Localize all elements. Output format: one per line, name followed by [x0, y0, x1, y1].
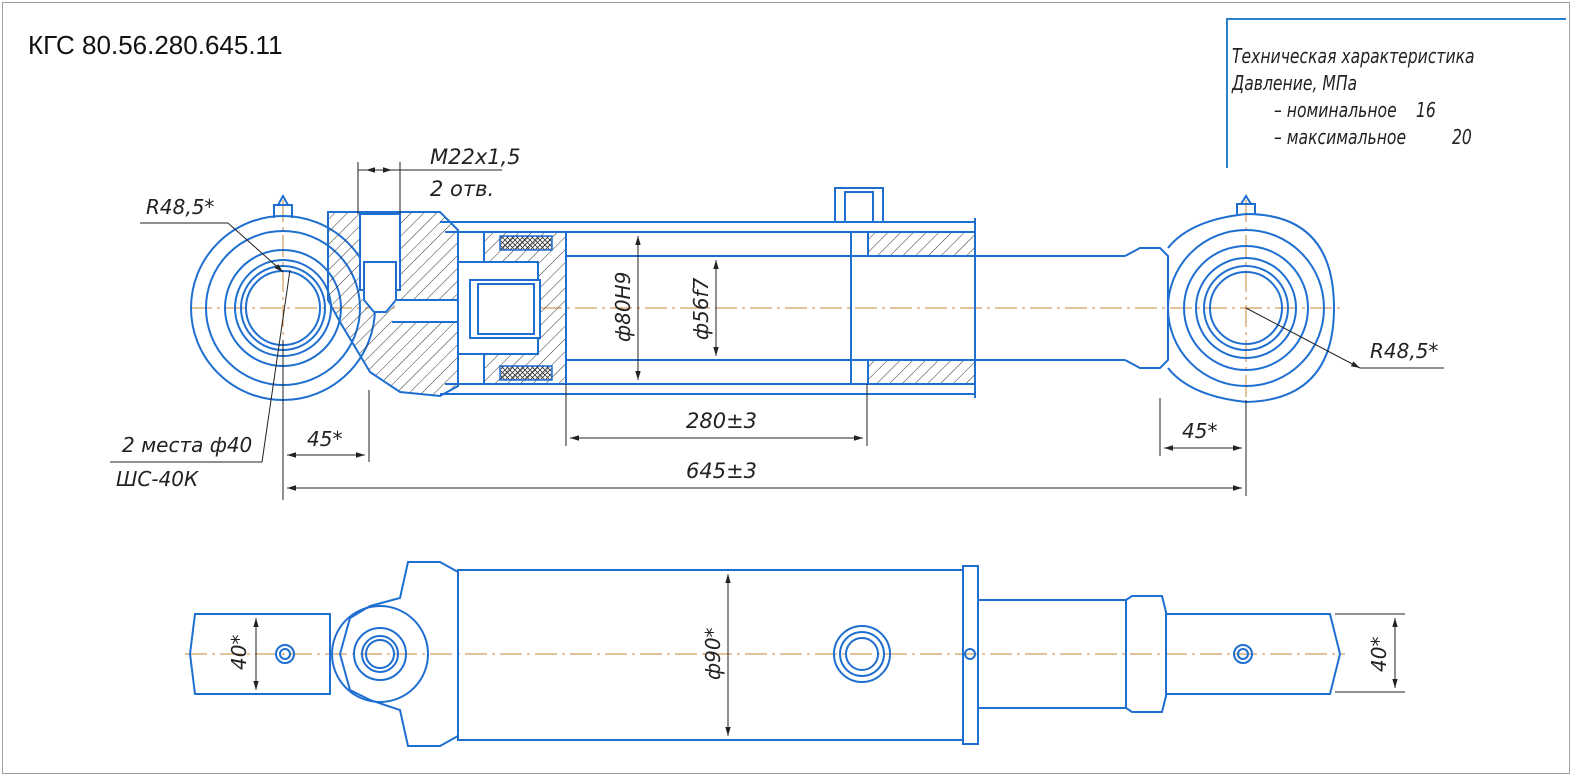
bottom-view [185, 561, 1345, 747]
right-eye [1167, 194, 1336, 404]
spec-nominal-label: – номинальное [1274, 98, 1397, 122]
spec-max-value: 20 [1452, 125, 1472, 149]
body-dia-label: ф90* [701, 627, 725, 680]
width-right-label: 40* [1367, 637, 1391, 672]
spec-block: Техническая характеристика Давление, МПа… [1226, 18, 1566, 168]
width-left-label: 40* [227, 635, 251, 670]
spec-pressure: Давление, МПа [1232, 71, 1358, 95]
top-view [190, 187, 1345, 500]
drawing-title: КГС 80.56.280.645.11 [28, 30, 283, 60]
port-side [833, 625, 891, 683]
bottom-view-dimensions [253, 574, 1405, 736]
radius-left-label: R48,5* [146, 195, 214, 219]
bore-label: ф80Н9 [611, 272, 635, 342]
stroke-label: 280±3 [686, 409, 757, 433]
spec-heading: Техническая характеристика [1232, 44, 1475, 68]
spec-nominal-value: 16 [1416, 98, 1436, 122]
gland-top [867, 231, 976, 257]
dimension-labels: М22х1,5 2 отв. R48,5* R48,5* 2 места ф40… [116, 145, 1438, 680]
gland-bottom [867, 359, 976, 385]
thread-holes-label: 2 отв. [430, 177, 494, 201]
bearing-label: 2 места ф40 [122, 433, 252, 457]
overall-length-label: 645±3 [686, 459, 757, 483]
thread-label: М22х1,5 [430, 145, 521, 169]
pressure-port [834, 187, 884, 223]
left-eye-side [188, 613, 331, 695]
eye-right-label: 45* [1182, 419, 1217, 443]
radius-right-label: R48,5* [1370, 339, 1438, 363]
spec-max-label: – максимальное [1274, 125, 1407, 149]
rod-dia-label: ф56f7 [689, 277, 713, 340]
eye-left-label: 45* [307, 427, 342, 451]
top-view-dimensions [110, 162, 1444, 500]
bearing-type-label: ШС-40К [116, 467, 199, 491]
right-eye-side [1166, 613, 1342, 695]
